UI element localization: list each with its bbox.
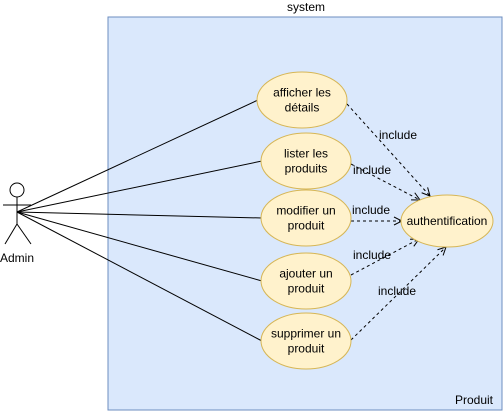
use-case-ellipse — [260, 132, 352, 190]
use-case-label: produit — [288, 219, 325, 233]
use-case-label: détails — [285, 101, 320, 115]
association-modifier — [16, 211, 263, 219]
use-case-auth[interactable]: authentification — [400, 194, 494, 248]
use-case-label: modifier un — [276, 204, 335, 218]
use-case-ellipse — [260, 252, 352, 310]
use-case-ellipse — [256, 71, 348, 129]
use-case-label: produit — [288, 282, 325, 296]
association-afficher — [16, 99, 259, 213]
use-case-label: ajouter un — [279, 267, 332, 281]
use-case-label: produits — [285, 162, 328, 176]
include-label-modifier: include — [352, 203, 390, 217]
use-case-ellipse — [400, 194, 494, 248]
include-arrow-afficher — [346, 103, 430, 196]
include-arrow-supprimer — [350, 247, 446, 341]
include-label-afficher: include — [379, 128, 417, 142]
include-relations: include include include include include — [346, 103, 446, 341]
association-ajouter — [16, 211, 263, 282]
use-case-label: lister les — [284, 147, 328, 161]
actor-right-leg — [16, 223, 32, 245]
include-label-supprimer: include — [378, 284, 416, 298]
system-name: Produit — [455, 393, 494, 407]
use-case-ellipse — [260, 312, 352, 370]
use-case-ellipse — [260, 189, 352, 247]
include-arrow-ajouter — [350, 239, 419, 276]
include-label-ajouter: include — [353, 248, 391, 262]
include-label-lister: include — [353, 163, 391, 177]
use-case-label: authentification — [407, 214, 488, 228]
use-case-label: afficher les — [273, 86, 331, 100]
actor-head — [9, 182, 25, 198]
include-arrow-lister — [350, 163, 420, 200]
association-supprimer — [16, 211, 263, 342]
actor-label: Admin — [0, 251, 34, 265]
association-lister — [16, 160, 263, 213]
associations — [16, 99, 263, 342]
use-case-label: supprimer un — [271, 327, 341, 341]
actor-left-leg — [4, 223, 18, 245]
use-case-label: produit — [288, 342, 325, 356]
actor-admin[interactable]: Admin — [0, 182, 34, 265]
system-title: system — [287, 0, 325, 14]
